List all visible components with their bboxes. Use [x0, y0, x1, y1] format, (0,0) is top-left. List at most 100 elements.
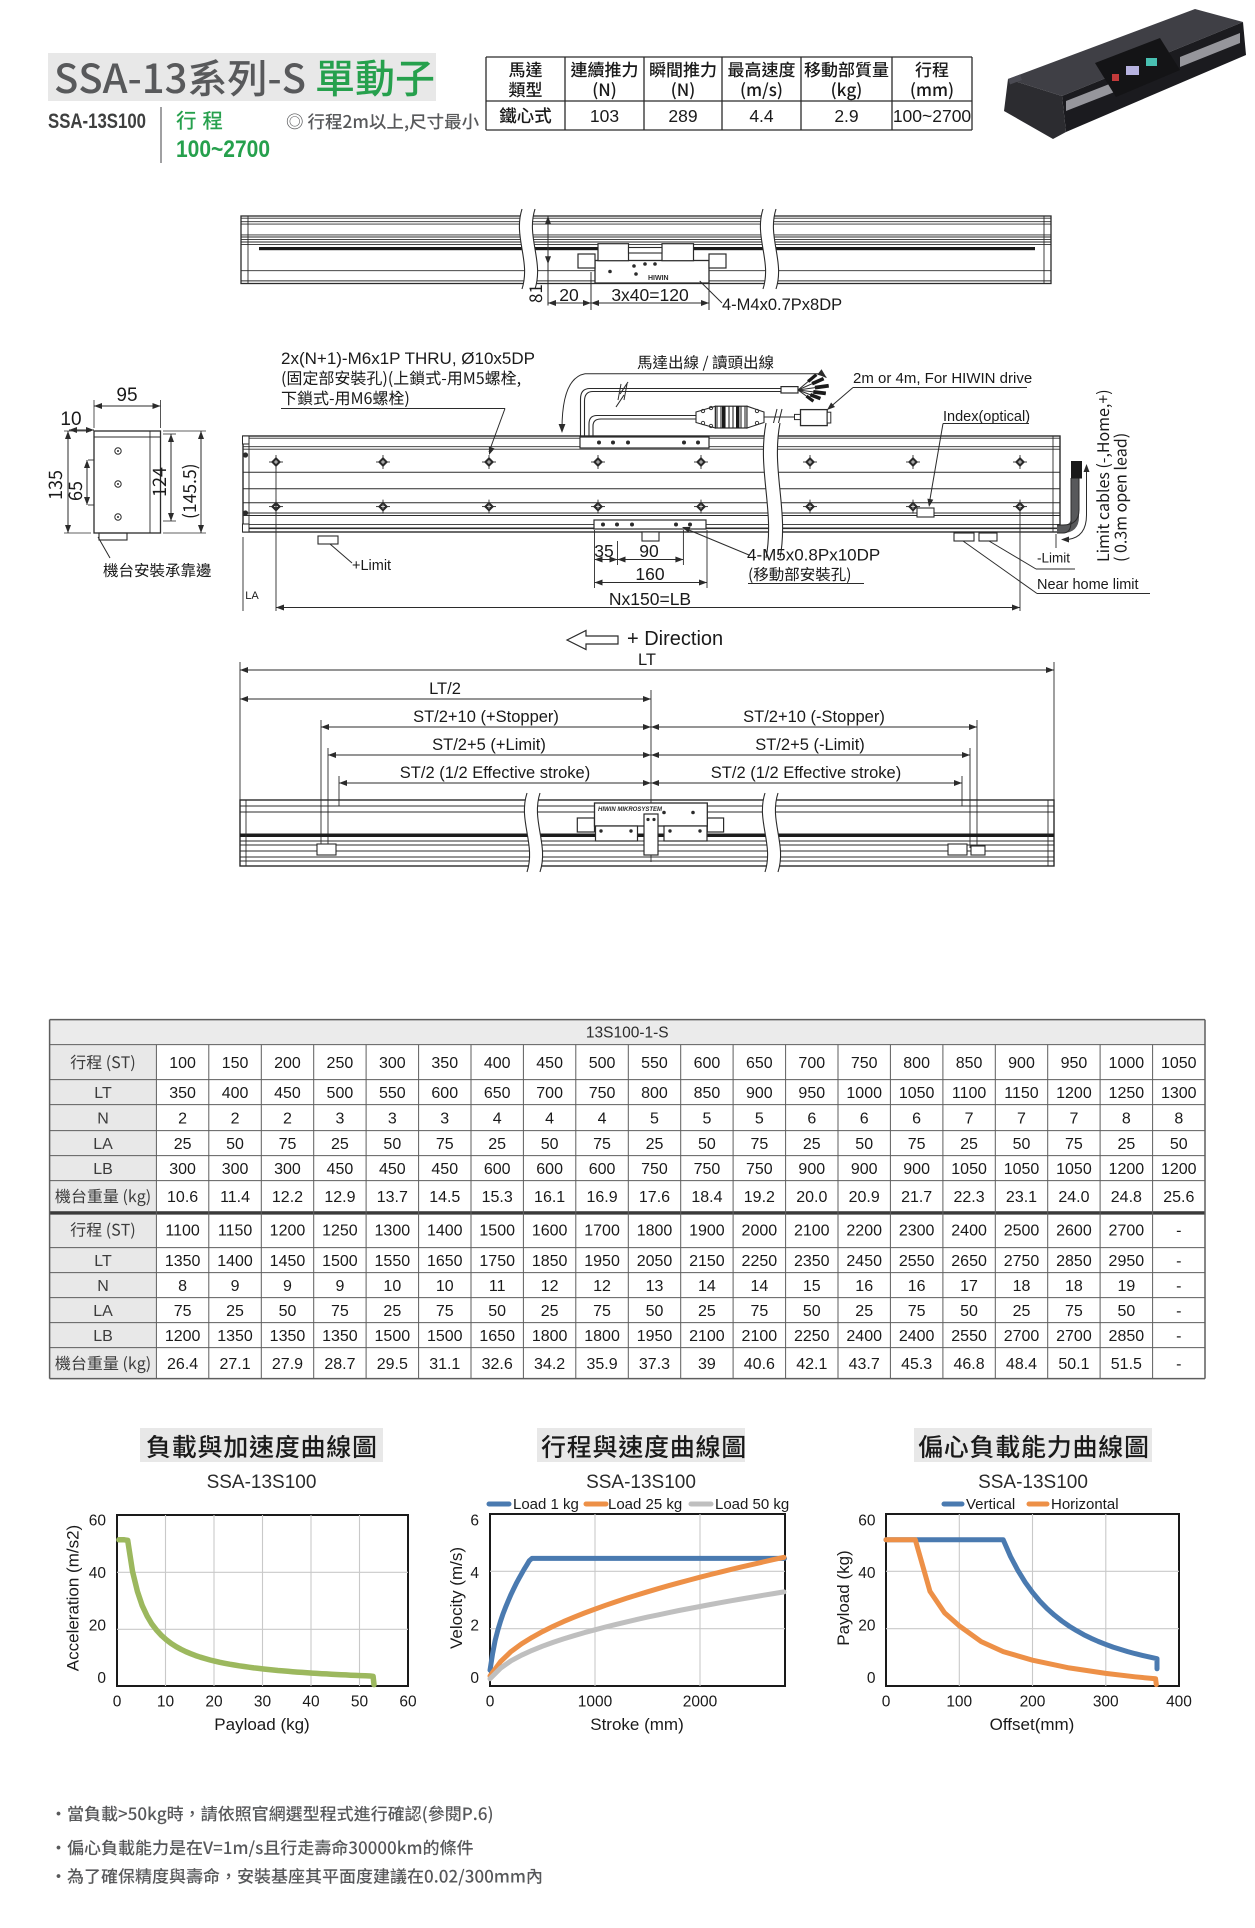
svg-text:450: 450: [431, 1161, 458, 1178]
svg-text:2700: 2700: [1109, 1223, 1145, 1240]
svg-text:1800: 1800: [532, 1328, 568, 1345]
svg-text:Near home limit: Near home limit: [1037, 577, 1139, 593]
svg-text:50: 50: [803, 1303, 821, 1320]
svg-text:1750: 1750: [479, 1253, 515, 1270]
svg-text:2350: 2350: [794, 1253, 830, 1270]
svg-text:100: 100: [946, 1694, 972, 1711]
svg-text:13S100-1-S: 13S100-1-S: [586, 1025, 669, 1042]
svg-text:750: 750: [641, 1161, 668, 1178]
svg-text:2: 2: [231, 1111, 240, 1128]
svg-text:35.9: 35.9: [586, 1356, 617, 1373]
svg-text:18: 18: [1013, 1278, 1031, 1295]
svg-text:600: 600: [694, 1055, 721, 1072]
svg-text:29.5: 29.5: [377, 1356, 408, 1373]
svg-text:Offset(mm): Offset(mm): [990, 1715, 1075, 1734]
svg-text:2550: 2550: [899, 1253, 935, 1270]
svg-text:1050: 1050: [1161, 1055, 1197, 1072]
svg-text:17: 17: [960, 1278, 978, 1295]
svg-text:1900: 1900: [689, 1223, 725, 1240]
svg-text:1050: 1050: [1056, 1161, 1092, 1178]
svg-text:-Limit: -Limit: [1037, 551, 1070, 566]
svg-text:LA: LA: [93, 1136, 113, 1153]
svg-text:50: 50: [1013, 1136, 1031, 1153]
svg-text:11.4: 11.4: [220, 1189, 250, 1206]
svg-text:Horizontal: Horizontal: [1051, 1496, 1119, 1513]
svg-text:6: 6: [912, 1111, 921, 1128]
svg-text:160: 160: [635, 564, 664, 584]
svg-text:650: 650: [484, 1085, 511, 1102]
svg-text:0: 0: [882, 1694, 891, 1711]
svg-text:12.9: 12.9: [324, 1189, 355, 1206]
svg-text:550: 550: [379, 1085, 406, 1102]
svg-text:50: 50: [541, 1136, 559, 1153]
svg-text:10: 10: [436, 1278, 454, 1295]
svg-text:2400: 2400: [951, 1223, 987, 1240]
svg-text:12.2: 12.2: [272, 1189, 303, 1206]
svg-text:-: -: [1176, 1278, 1181, 1295]
svg-text:2: 2: [283, 1111, 292, 1128]
svg-text:350: 350: [169, 1085, 196, 1102]
svg-text:Velocity (m/s): Velocity (m/s): [447, 1547, 466, 1649]
svg-text:1000: 1000: [578, 1694, 613, 1711]
svg-text:LT: LT: [638, 651, 656, 669]
svg-text:25: 25: [383, 1303, 401, 1320]
svg-text:100~2700: 100~2700: [893, 106, 972, 126]
svg-text:7: 7: [1069, 1111, 1078, 1128]
svg-text:2250: 2250: [742, 1253, 778, 1270]
svg-text:1500: 1500: [375, 1328, 411, 1345]
svg-text:14.5: 14.5: [429, 1189, 460, 1206]
svg-text:19: 19: [1117, 1278, 1135, 1295]
svg-text:800: 800: [903, 1055, 930, 1072]
svg-text:Load 25 kg: Load 25 kg: [608, 1496, 682, 1513]
svg-text:1200: 1200: [1056, 1085, 1092, 1102]
svg-text:SSA-13S100: SSA-13S100: [207, 1472, 317, 1493]
svg-text:900: 900: [851, 1161, 878, 1178]
svg-text:2500: 2500: [1004, 1223, 1040, 1240]
svg-text:850: 850: [956, 1055, 983, 1072]
svg-text:450: 450: [327, 1161, 354, 1178]
svg-text:42.1: 42.1: [796, 1356, 827, 1373]
svg-text:750: 750: [694, 1161, 721, 1178]
svg-text:1050: 1050: [951, 1161, 987, 1178]
svg-text:400: 400: [484, 1055, 511, 1072]
svg-text:8: 8: [1122, 1111, 1131, 1128]
svg-text:300: 300: [379, 1055, 406, 1072]
svg-text:1200: 1200: [1109, 1161, 1145, 1178]
svg-text:25: 25: [803, 1136, 821, 1153]
svg-text:3: 3: [335, 1111, 344, 1128]
svg-text:300: 300: [169, 1161, 196, 1178]
svg-text:50: 50: [226, 1136, 244, 1153]
svg-text:-: -: [1176, 1253, 1181, 1270]
svg-text:40: 40: [302, 1694, 320, 1711]
svg-text:1350: 1350: [165, 1253, 201, 1270]
svg-text:15.3: 15.3: [482, 1189, 513, 1206]
svg-text:50: 50: [1170, 1136, 1188, 1153]
svg-text:12: 12: [593, 1278, 611, 1295]
svg-text:1300: 1300: [1161, 1085, 1197, 1102]
svg-text:2150: 2150: [689, 1253, 725, 1270]
svg-text:1100: 1100: [952, 1085, 987, 1102]
svg-text:8: 8: [1174, 1111, 1183, 1128]
svg-text:6: 6: [860, 1111, 869, 1128]
svg-text:24.0: 24.0: [1058, 1189, 1089, 1206]
svg-text:-: -: [1176, 1328, 1181, 1345]
svg-text:13: 13: [646, 1278, 664, 1295]
svg-text:400: 400: [222, 1085, 249, 1102]
svg-text:95: 95: [116, 385, 137, 406]
svg-text:2600: 2600: [1056, 1223, 1092, 1240]
svg-text:750: 750: [851, 1055, 878, 1072]
svg-text:10: 10: [157, 1694, 175, 1711]
svg-text:100: 100: [169, 1055, 196, 1072]
svg-text:600: 600: [484, 1161, 511, 1178]
svg-text:25: 25: [331, 1136, 349, 1153]
svg-text:200: 200: [1020, 1694, 1046, 1711]
svg-text:32.6: 32.6: [482, 1356, 513, 1373]
svg-text:75: 75: [593, 1303, 611, 1320]
svg-text:20.9: 20.9: [849, 1189, 880, 1206]
svg-text:500: 500: [327, 1085, 354, 1102]
svg-text:16.1: 16.1: [534, 1189, 565, 1206]
svg-text:75: 75: [331, 1303, 349, 1320]
svg-text:1200: 1200: [1161, 1161, 1197, 1178]
svg-text:75: 75: [1065, 1136, 1083, 1153]
svg-text:103: 103: [590, 106, 619, 126]
